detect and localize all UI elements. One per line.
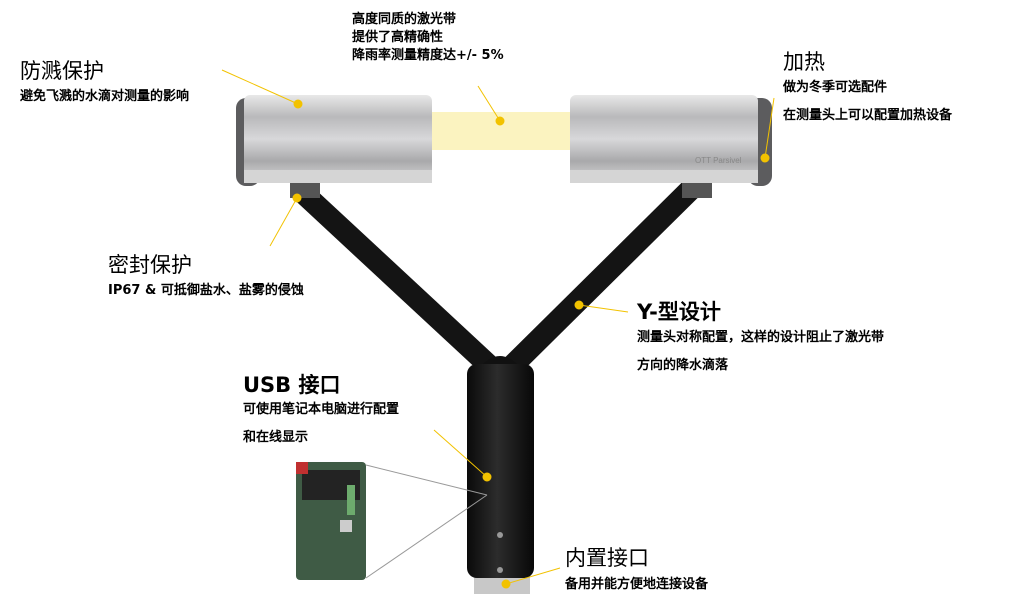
heating-desc-2: 在测量头上可以配置加热设备 [783, 108, 953, 123]
splash-desc: 避免飞溅的水滴对测量的影响 [20, 89, 190, 104]
callout-pointers [221, 69, 775, 589]
seal-title: 密封保护 [108, 253, 192, 277]
ydesign-desc-2: 方向的降水滴落 [637, 358, 729, 373]
left-arm [292, 181, 504, 381]
usb-title: USB 接口 [243, 373, 341, 397]
internal-title: 内置接口 [565, 546, 649, 570]
ydesign-desc-1: 测量头对称配置，这样的设计阻止了激光带 [637, 330, 885, 345]
usb-desc-1: 可使用笔记本电脑进行配置 [243, 402, 400, 417]
internal-desc: 备用并能方便地连接设备 [565, 577, 709, 592]
usb-desc-2: 和在线显示 [243, 430, 309, 445]
laser-desc-3: 降雨率测量精度达+/- 5% [352, 48, 504, 63]
left-measuring-head [244, 95, 432, 183]
splash-title: 防溅保护 [20, 59, 104, 83]
laser-desc-2: 提供了高精确性 [352, 30, 444, 45]
right-arm [498, 180, 700, 380]
laser-desc-1: 高度同质的激光带 [352, 12, 457, 27]
device-logo: OTT Parsivel [695, 156, 742, 165]
ydesign-title: Y-型设计 [637, 300, 721, 324]
right-measuring-head [570, 95, 758, 183]
heating-desc-1: 做为冬季可选配件 [783, 80, 888, 95]
seal-desc: IP67 & 可抵御盐水、盐雾的侵蚀 [108, 283, 304, 298]
main-column [467, 364, 534, 578]
heating-title: 加热 [783, 50, 825, 74]
